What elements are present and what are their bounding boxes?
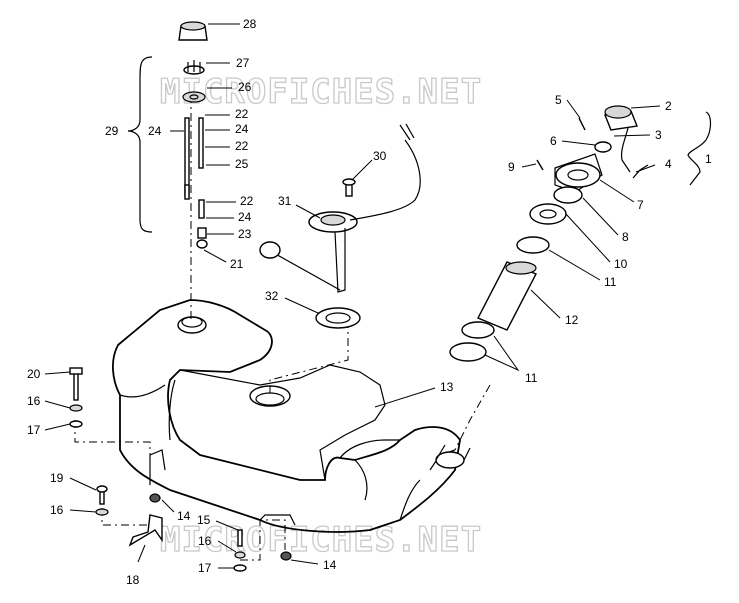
part-21 xyxy=(196,239,208,249)
leader-lines xyxy=(44,23,661,569)
bracket-1 xyxy=(687,111,712,186)
fuel-sender xyxy=(259,123,421,329)
callout-16: 16 xyxy=(50,503,64,517)
part-6 xyxy=(594,141,612,153)
part-18-bracket xyxy=(128,514,163,547)
part-23 xyxy=(197,227,207,239)
callout-13: 13 xyxy=(440,380,454,394)
callout-9: 9 xyxy=(508,160,515,174)
callout-6: 6 xyxy=(550,134,557,148)
callout-32: 32 xyxy=(265,289,279,303)
part-14-grommet-b xyxy=(280,551,292,561)
callout-25: 25 xyxy=(235,157,249,171)
callout-24: 24 xyxy=(148,124,162,138)
callout-3: 3 xyxy=(655,128,662,142)
callout-5: 5 xyxy=(555,93,562,107)
callout-24: 24 xyxy=(238,210,252,224)
callout-11: 11 xyxy=(525,371,538,385)
callout-2: 2 xyxy=(665,99,672,113)
callout-16: 16 xyxy=(27,394,41,408)
callout-24: 24 xyxy=(235,122,249,136)
callout-11: 11 xyxy=(604,275,617,289)
callout-1: 1 xyxy=(705,152,712,166)
part-5-screw xyxy=(578,117,586,131)
part-9-screw xyxy=(536,159,544,171)
callout-28: 28 xyxy=(243,17,257,31)
part-15-bolt xyxy=(237,529,243,547)
callout-12: 12 xyxy=(565,313,579,327)
fuel-tank xyxy=(112,299,471,533)
mount-hardware xyxy=(69,367,292,572)
watermark-bottom: MICROFICHES.NET xyxy=(160,520,482,560)
callout-15: 15 xyxy=(197,513,211,527)
callout-16: 16 xyxy=(198,534,212,548)
callout-26: 26 xyxy=(238,80,252,94)
part-22-clamp xyxy=(198,117,204,169)
callout-14: 14 xyxy=(177,509,191,523)
part-8-gasket xyxy=(553,186,583,204)
callout-20: 20 xyxy=(27,367,41,381)
callout-22: 22 xyxy=(240,194,254,208)
watermark-top: MICROFICHES.NET xyxy=(160,72,482,112)
callout-18: 18 xyxy=(126,573,140,587)
part-16-washer xyxy=(69,404,83,412)
callout-17: 17 xyxy=(27,423,41,437)
centerline-bolt-20 xyxy=(74,420,151,458)
centerline-bolt-19 xyxy=(101,508,150,526)
bracket-29 xyxy=(127,56,153,233)
centerline-bolt-15 xyxy=(240,519,286,561)
callout-23: 23 xyxy=(238,227,252,241)
callout-30: 30 xyxy=(373,149,387,163)
callout-22: 22 xyxy=(235,139,249,153)
callout-27: 27 xyxy=(236,56,250,70)
callout-10: 10 xyxy=(614,257,628,271)
callout-17: 17 xyxy=(198,561,212,575)
callout-8: 8 xyxy=(622,230,629,244)
callout-31: 31 xyxy=(278,194,292,208)
callout-21: 21 xyxy=(230,257,244,271)
part-14-grommet xyxy=(149,493,161,503)
callout-14: 14 xyxy=(323,558,337,572)
part-11-clamp xyxy=(516,236,550,254)
centerline-sender xyxy=(269,320,349,395)
callout-7: 7 xyxy=(637,198,644,212)
callout-4: 4 xyxy=(665,157,672,171)
callout-22: 22 xyxy=(235,107,249,121)
callout-19: 19 xyxy=(50,471,64,485)
part-17-washer xyxy=(69,420,83,428)
part-26-gasket xyxy=(182,91,206,103)
callouts: 28 27 26 22 24 24 22 25 29 22 24 23 21 3… xyxy=(27,17,712,587)
part-32-gasket xyxy=(315,307,361,329)
right-cap-assembly xyxy=(449,105,712,362)
part-11-clamp-b xyxy=(461,321,495,339)
part-10-neck xyxy=(529,203,567,225)
callout-29: 29 xyxy=(105,124,119,138)
filler-stack xyxy=(127,21,208,249)
part-7-plate xyxy=(555,162,601,188)
centerline-outlet xyxy=(454,384,491,451)
part-20-bolt xyxy=(73,371,79,401)
